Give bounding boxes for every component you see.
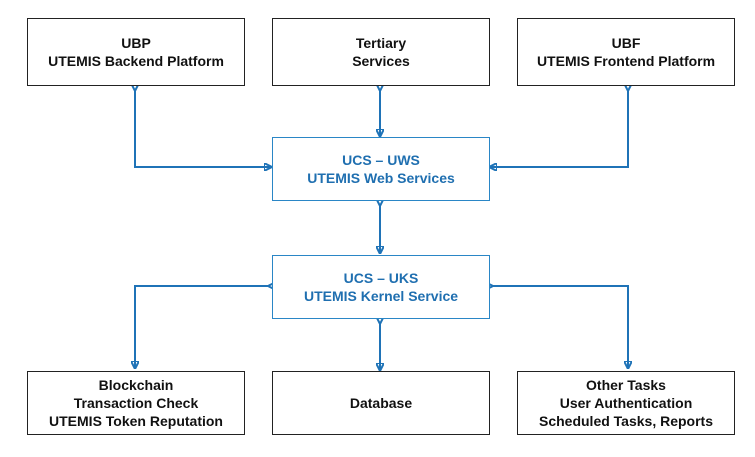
other-tasks-line3: Scheduled Tasks, Reports	[538, 413, 713, 429]
uws-box: UCS – UWS UTEMIS Web Services	[272, 137, 490, 201]
uks-subtitle: UTEMIS Kernel Service	[303, 288, 459, 304]
database-label: Database	[349, 395, 413, 411]
other-tasks-line2: User Authentication	[559, 395, 693, 411]
connector-uks-other	[491, 286, 628, 367]
blockchain-line1: Blockchain	[98, 377, 174, 393]
ubf-title: UBF	[611, 35, 641, 51]
tertiary-services-box: Tertiary Services	[272, 18, 490, 86]
uws-title: UCS – UWS	[342, 152, 420, 168]
blockchain-line3: UTEMIS Token Reputation	[49, 413, 223, 429]
uks-title: UCS – UKS	[343, 270, 419, 286]
tertiary-title: Tertiary	[355, 35, 407, 51]
blockchain-box: Blockchain Transaction Check UTEMIS Toke…	[27, 371, 245, 435]
blockchain-line2: Transaction Check	[73, 395, 199, 411]
connector-ubp-uws	[135, 89, 270, 167]
ubp-subtitle: UTEMIS Backend Platform	[48, 53, 224, 69]
connector-ubf-uws	[491, 89, 628, 167]
other-tasks-line1: Other Tasks	[586, 377, 666, 393]
ubf-subtitle: UTEMIS Frontend Platform	[536, 53, 716, 69]
uks-box: UCS – UKS UTEMIS Kernel Service	[272, 255, 490, 319]
database-box: Database	[272, 371, 490, 435]
other-tasks-box: Other Tasks User Authentication Schedule…	[517, 371, 735, 435]
tertiary-subtitle: Services	[352, 53, 410, 69]
ubp-title: UBP	[121, 35, 151, 51]
connector-uks-blockchain	[135, 286, 270, 367]
uws-subtitle: UTEMIS Web Services	[307, 170, 455, 186]
ubf-box: UBF UTEMIS Frontend Platform	[517, 18, 735, 86]
ubp-box: UBP UTEMIS Backend Platform	[27, 18, 245, 86]
